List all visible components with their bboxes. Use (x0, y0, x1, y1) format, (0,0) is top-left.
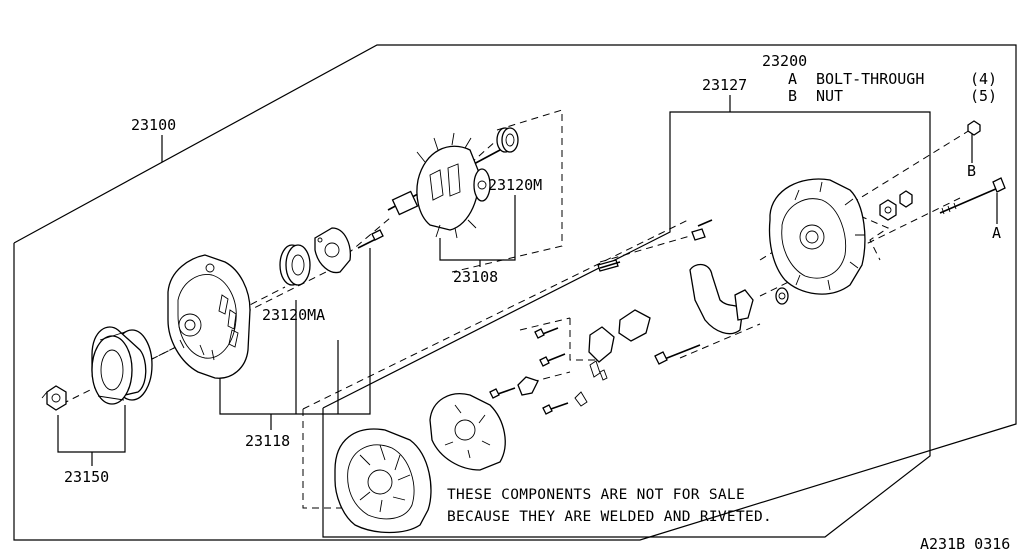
callout-letters: B A (967, 162, 1001, 242)
label-23100: 23100 (131, 116, 176, 134)
label-23200: 23200 (762, 52, 807, 70)
rear-cover-part (768, 178, 866, 295)
assembly-frame (13, 44, 1017, 541)
label-23108: 23108 (453, 268, 498, 286)
rear-fasteners (879, 120, 1006, 221)
regulator-frame (322, 111, 931, 538)
legend-a-qty: (4) (970, 70, 997, 88)
note-line-2: BECAUSE THEY ARE WELDED AND RIVETED. (447, 509, 772, 525)
front-cover-part (167, 254, 251, 379)
note-line-1: THESE COMPONENTS ARE NOT FOR SALE (447, 487, 745, 503)
diagram-code: A231B 0316 (920, 535, 1010, 553)
rotor-part (387, 132, 501, 239)
legend-a-letter: A (788, 70, 797, 88)
legend-a-text: BOLT-THROUGH (816, 70, 924, 88)
rear-bearing-part (496, 127, 519, 153)
rectifier-plate-part (429, 393, 506, 471)
regulator-parts (489, 219, 789, 415)
not-for-sale-note: THESE COMPONENTS ARE NOT FOR SALE BECAUS… (447, 487, 772, 525)
legend-b-text: NUT (816, 87, 843, 105)
screw-part (357, 229, 384, 249)
front-bearing-part (279, 244, 311, 286)
label-23118: 23118 (245, 432, 290, 450)
legend-b-letter: B (788, 87, 797, 105)
callout-b: B (967, 162, 976, 180)
label-23127: 23127 (702, 76, 747, 94)
pulley-part (91, 326, 153, 405)
leader-lines (57, 95, 998, 466)
label-23120ma: 23120MA (262, 306, 325, 324)
label-23120m: 23120M (488, 176, 542, 194)
legend-b-qty: (5) (970, 87, 997, 105)
fastener-legend: A BOLT-THROUGH (4) B NUT (5) (788, 70, 997, 105)
part-labels: 23100 23150 23118 23120MA 23120M 23108 2… (64, 52, 807, 486)
retainer-plate-part (314, 227, 351, 274)
stator-part (334, 428, 432, 534)
label-23150: 23150 (64, 468, 109, 486)
pulley-nut-part (41, 385, 67, 411)
callout-a: A (992, 224, 1001, 242)
